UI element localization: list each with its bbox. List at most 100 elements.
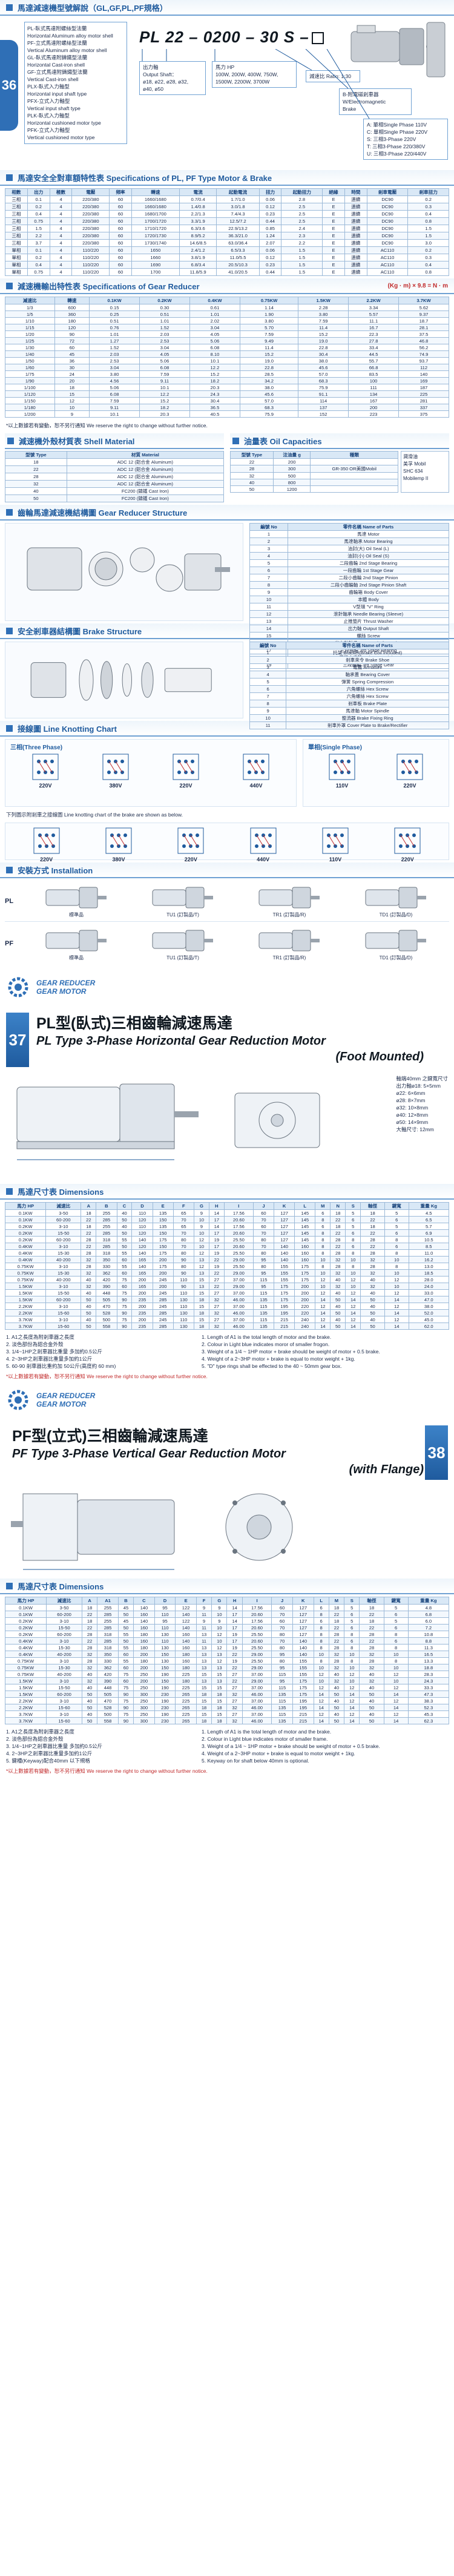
table-cell: E: [322, 210, 345, 218]
table-cell: 3.34: [348, 304, 400, 311]
table-cell: 50: [5, 494, 67, 502]
table-cell: 145: [294, 1209, 316, 1217]
table-cell: 95: [271, 1664, 293, 1671]
table-cell: 0.75KW: [4, 1269, 47, 1276]
table-cell: 165: [131, 1256, 153, 1263]
voltage-item: T: 三相3-Phase 220/380V: [367, 143, 426, 150]
table-cell: 100: [348, 377, 400, 384]
table-cell: 2.2/1.3: [179, 210, 217, 218]
terminal-block-icon: [105, 827, 132, 854]
table-cell: 225: [175, 1684, 197, 1691]
table-cell: 80: [252, 1263, 275, 1270]
table-cell: 14: [313, 1690, 329, 1698]
table-cell: 6.08: [139, 364, 190, 371]
column-header: 2.2KW: [348, 297, 400, 304]
table-cell: E: [322, 196, 345, 203]
table-cell: 16.5: [407, 1651, 450, 1658]
table-cell: 3-10: [46, 1697, 82, 1704]
table-cell: 8: [344, 1644, 360, 1651]
table-cell: 2.8: [281, 196, 323, 203]
table-cell: 3.7: [27, 239, 50, 247]
voltage-label: 440V: [249, 783, 263, 789]
square-bullet-icon: [6, 866, 13, 873]
table-cell: 1.5KW: [4, 1283, 47, 1290]
table-cell: 32: [81, 1677, 98, 1684]
table-cell: 17: [208, 1243, 225, 1250]
table-cell: 175: [274, 1283, 295, 1290]
table-cell: 10.1: [89, 410, 140, 418]
table-cell: 200: [152, 1256, 174, 1263]
table-cell: 32: [359, 1677, 384, 1684]
table-cell: DC90: [366, 196, 409, 203]
table-cell: 50: [360, 1309, 385, 1316]
table-cell: 175: [152, 1236, 174, 1243]
pf-label: PF: [5, 940, 14, 947]
table-cell: 18: [360, 1209, 385, 1217]
table-cell: 6: [383, 1611, 409, 1618]
table-cell: 41.0/20.5: [216, 268, 260, 276]
table-cell: 2.4: [281, 225, 323, 232]
table-cell: 連續: [344, 239, 367, 247]
table-cell: 2.2KW: [4, 1697, 47, 1704]
table-cell: 8: [384, 1263, 409, 1270]
table-cell: 115: [271, 1697, 293, 1704]
table-cell: 60-200: [45, 1236, 82, 1243]
table-cell: 4: [49, 217, 73, 225]
table-cell: 50: [330, 1322, 346, 1330]
voltage-label: 220V: [179, 783, 192, 789]
table-cell: 22: [81, 1229, 97, 1237]
section-gear-spec-header: 減速機輸出特性表 Specifications of Gear Reducer …: [0, 278, 454, 294]
table-cell: 135: [271, 1704, 293, 1711]
table-cell: 15-60: [46, 1717, 82, 1724]
table-cell: 9: [193, 1223, 209, 1230]
table-cell: 二段齒輪 2nd Stage Bearing: [288, 559, 449, 567]
table-cell: 18: [5, 458, 67, 466]
table-cell: 175: [294, 1269, 316, 1276]
table-cell: 115: [252, 1303, 275, 1310]
table-cell: 22: [360, 1229, 385, 1237]
table-cell: E: [322, 217, 345, 225]
table-cell: 1.5KW: [4, 1690, 47, 1698]
table-cell: 40: [116, 1209, 133, 1217]
table-cell: 65: [173, 1223, 194, 1230]
table-cell: 225: [175, 1710, 197, 1718]
table-cell: 145: [294, 1223, 316, 1230]
shaft-item: 出力軸: [143, 64, 159, 70]
table-cell: 74.9: [398, 350, 449, 358]
column-header: 編號 No: [249, 642, 287, 649]
table-cell: 8: [345, 1263, 361, 1270]
table-cell: 255: [96, 1209, 117, 1217]
table-cell: 0.2KW: [4, 1236, 47, 1243]
table-cell: 18: [193, 1309, 209, 1316]
table-cell: 245: [152, 1316, 174, 1323]
table-cell: 70: [271, 1637, 293, 1644]
table-cell: 175: [152, 1249, 174, 1257]
table-cell: 14: [384, 1309, 409, 1316]
table-cell: 300: [272, 465, 311, 473]
brand-footer-2: GEAR REDUCER GEAR MOTOR: [0, 1382, 454, 1418]
table-cell: 165: [131, 1269, 153, 1276]
table-cell: 0.4KW: [4, 1637, 47, 1644]
pl-dimensions-header: 馬達尺寸表 Dimensions: [0, 1184, 454, 1200]
series-item: PF-立式馬達附螺絲型法蘭: [27, 40, 87, 46]
oil-type-item: SHC 634: [403, 468, 423, 474]
table-cell: 0.51: [139, 310, 190, 318]
table-cell: 4: [49, 196, 73, 203]
pl-product-header: 37 PL型(臥式)三相齒輪減速馬達 PL Type 3-Phase Horiz…: [0, 1005, 454, 1069]
table-cell: 22: [208, 1283, 225, 1290]
table-cell: 46.00: [223, 1296, 254, 1303]
table-cell: 200: [133, 1677, 155, 1684]
column-header: 電流: [179, 188, 217, 196]
table-cell: 1/10: [5, 317, 55, 324]
table-cell: 15.2: [139, 397, 190, 404]
table-cell: 70: [252, 1216, 275, 1223]
table-cell: 200: [131, 1276, 153, 1283]
table-cell: 8: [383, 1644, 409, 1651]
table-cell: 10: [383, 1677, 409, 1684]
series-item: Horizontal Cast-iron shell: [27, 62, 85, 68]
